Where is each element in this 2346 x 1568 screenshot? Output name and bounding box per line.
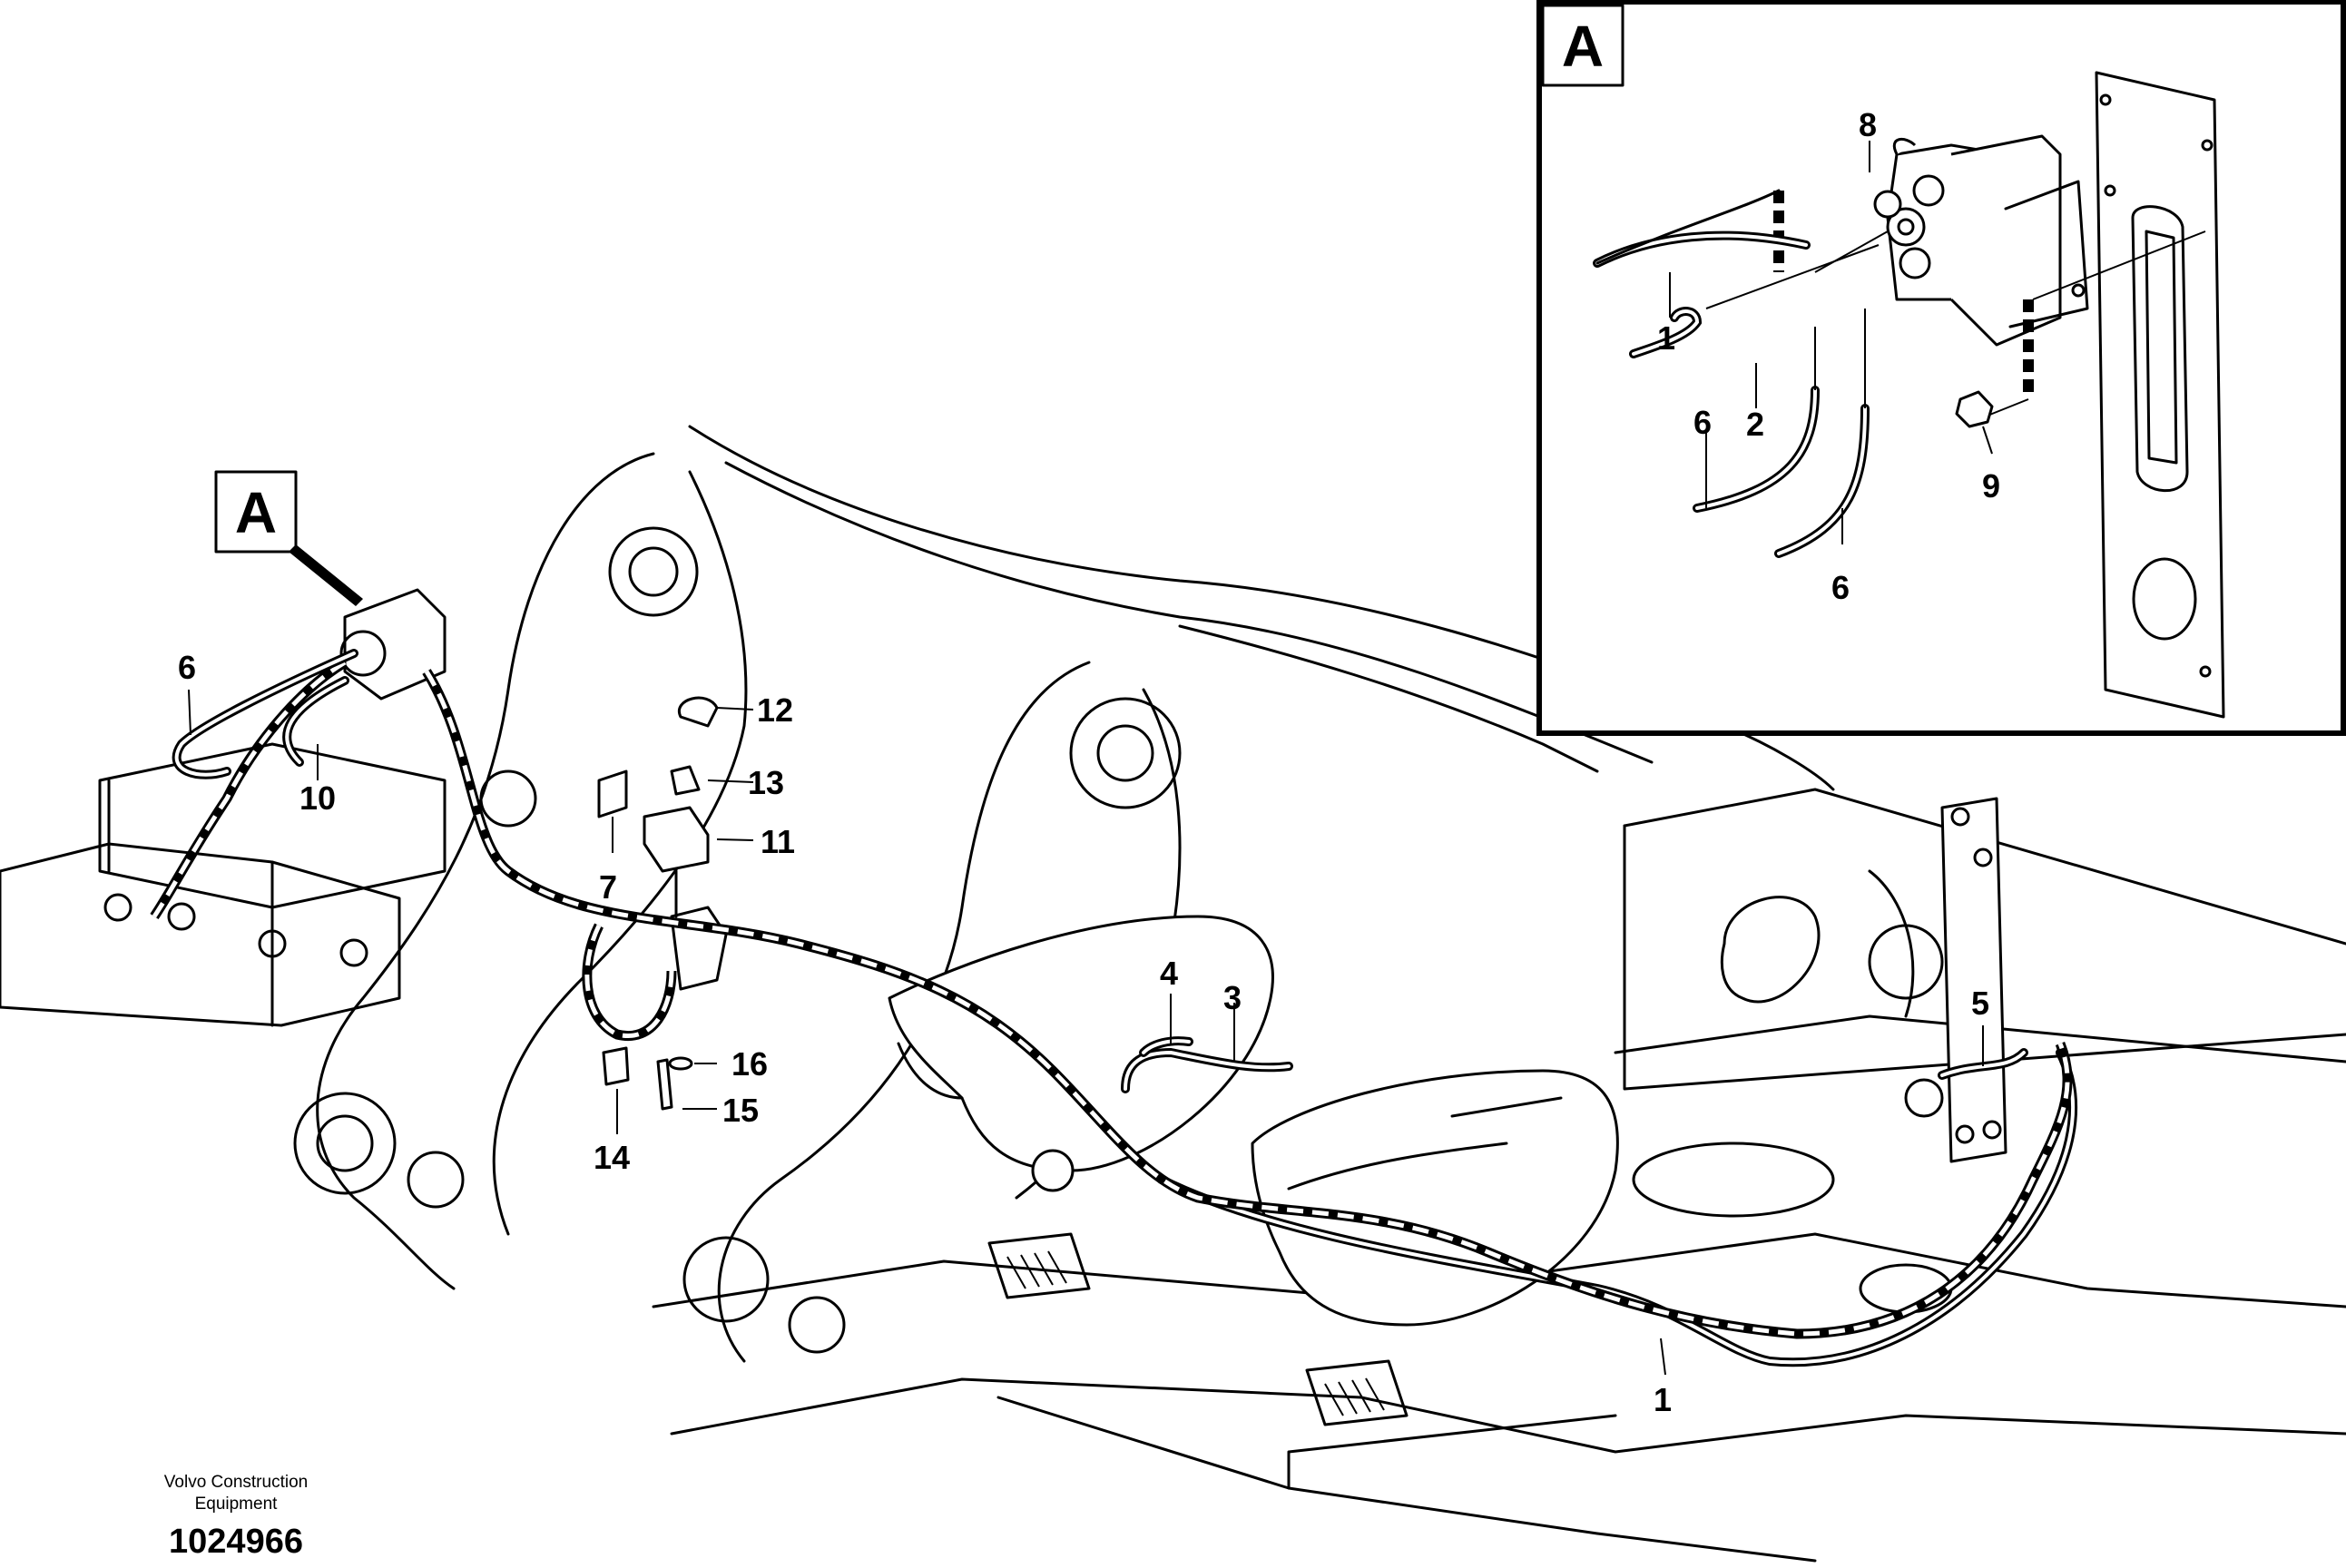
callout-11: 11 xyxy=(761,823,795,860)
switch-assembly xyxy=(597,696,728,991)
left-console xyxy=(888,915,1274,1192)
callout-2: 2 xyxy=(1746,406,1764,443)
detail-a-inset: A xyxy=(1536,0,2346,736)
detail-a-label: A xyxy=(1562,14,1604,79)
main-callouts: 6 10 7 12 13 11 16 15 14 4 3 5 1 xyxy=(178,649,1989,1418)
callout-15: 15 xyxy=(722,1092,759,1129)
footer: Volvo Construction Equipment 1024966 xyxy=(127,1472,345,1562)
cable-5 xyxy=(1938,1048,2028,1080)
callout-16: 16 xyxy=(731,1045,768,1083)
fuse-holder xyxy=(602,1046,693,1111)
callout-10: 10 xyxy=(299,779,336,817)
callout-3: 3 xyxy=(1223,979,1242,1016)
callout-6-inset-right: 6 xyxy=(1831,569,1850,606)
view-a-marker: A xyxy=(214,470,363,606)
callout-14: 14 xyxy=(594,1139,630,1176)
leader-lines xyxy=(188,689,1984,1376)
callout-12: 12 xyxy=(757,691,793,729)
cable-1 xyxy=(1157,1048,2078,1367)
cable-3-4 xyxy=(1121,1036,1293,1093)
callout-4: 4 xyxy=(1160,955,1178,992)
right-console xyxy=(1251,1069,1619,1327)
callout-6-inset-left: 6 xyxy=(1693,404,1712,441)
main-relay xyxy=(339,588,447,701)
callout-5: 5 xyxy=(1971,985,1989,1022)
machine-frame xyxy=(293,425,2346,1563)
callout-9: 9 xyxy=(1982,467,2000,505)
dashed-harness xyxy=(150,658,2073,1339)
callout-1-inset: 1 xyxy=(1657,319,1675,357)
company-name-line1: Volvo Construction xyxy=(163,1473,309,1492)
right-bracket xyxy=(1940,797,2007,1163)
callout-7: 7 xyxy=(599,868,617,906)
battery-box xyxy=(0,742,447,1027)
callout-6-main: 6 xyxy=(178,649,196,686)
view-a-label: A xyxy=(235,480,277,545)
callout-1-main: 1 xyxy=(1654,1381,1672,1418)
callout-8: 8 xyxy=(1859,106,1877,143)
company-name-line2: Equipment xyxy=(194,1494,278,1514)
drawing-number: 1024966 xyxy=(169,1523,303,1561)
cable-6 xyxy=(172,649,358,779)
pedal-left xyxy=(987,1232,1091,1299)
callout-13: 13 xyxy=(748,764,784,801)
pedal-right xyxy=(1305,1359,1409,1426)
